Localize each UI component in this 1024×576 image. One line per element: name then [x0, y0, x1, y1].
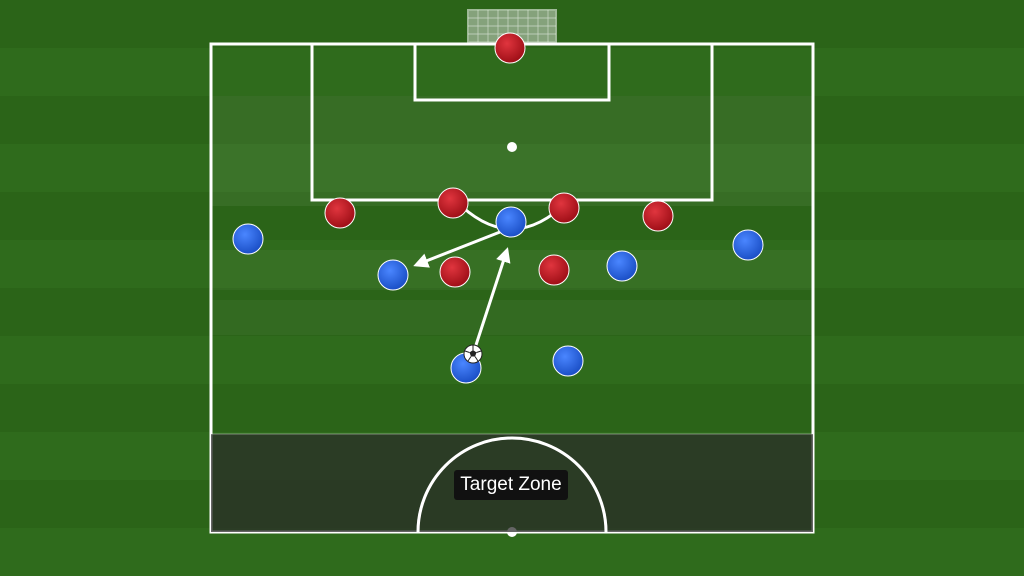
blue-player-wide-left[interactable] [232, 223, 264, 255]
blue-player-striker[interactable] [495, 206, 527, 238]
blue-player-wide-right[interactable] [732, 229, 764, 261]
target-zone-label: Target Zone [454, 470, 568, 500]
red-player-goalkeeper[interactable] [494, 32, 526, 64]
red-team [324, 32, 674, 288]
arrow-pass-to-striker [474, 247, 511, 346]
red-player-defender-center-left[interactable] [437, 187, 469, 219]
movement-arrows [413, 230, 511, 346]
red-player-defender-right[interactable] [642, 200, 674, 232]
red-player-defender-left[interactable] [324, 197, 356, 229]
red-player-midfielder-right[interactable] [538, 254, 570, 286]
soccer-ball-icon[interactable] [463, 344, 483, 364]
arrow-layoff-to-left [413, 230, 501, 268]
center-circle-arc-zone [416, 436, 608, 533]
blue-player-attacking-mid-right[interactable] [606, 250, 638, 282]
blue-player-central-mid-right[interactable] [552, 345, 584, 377]
red-player-defender-center-right[interactable] [548, 192, 580, 224]
goal-net [467, 9, 557, 43]
red-player-midfielder-left[interactable] [439, 256, 471, 288]
penalty-spot [507, 142, 517, 152]
blue-team [232, 206, 764, 384]
blue-player-attacking-mid-left[interactable] [377, 259, 409, 291]
